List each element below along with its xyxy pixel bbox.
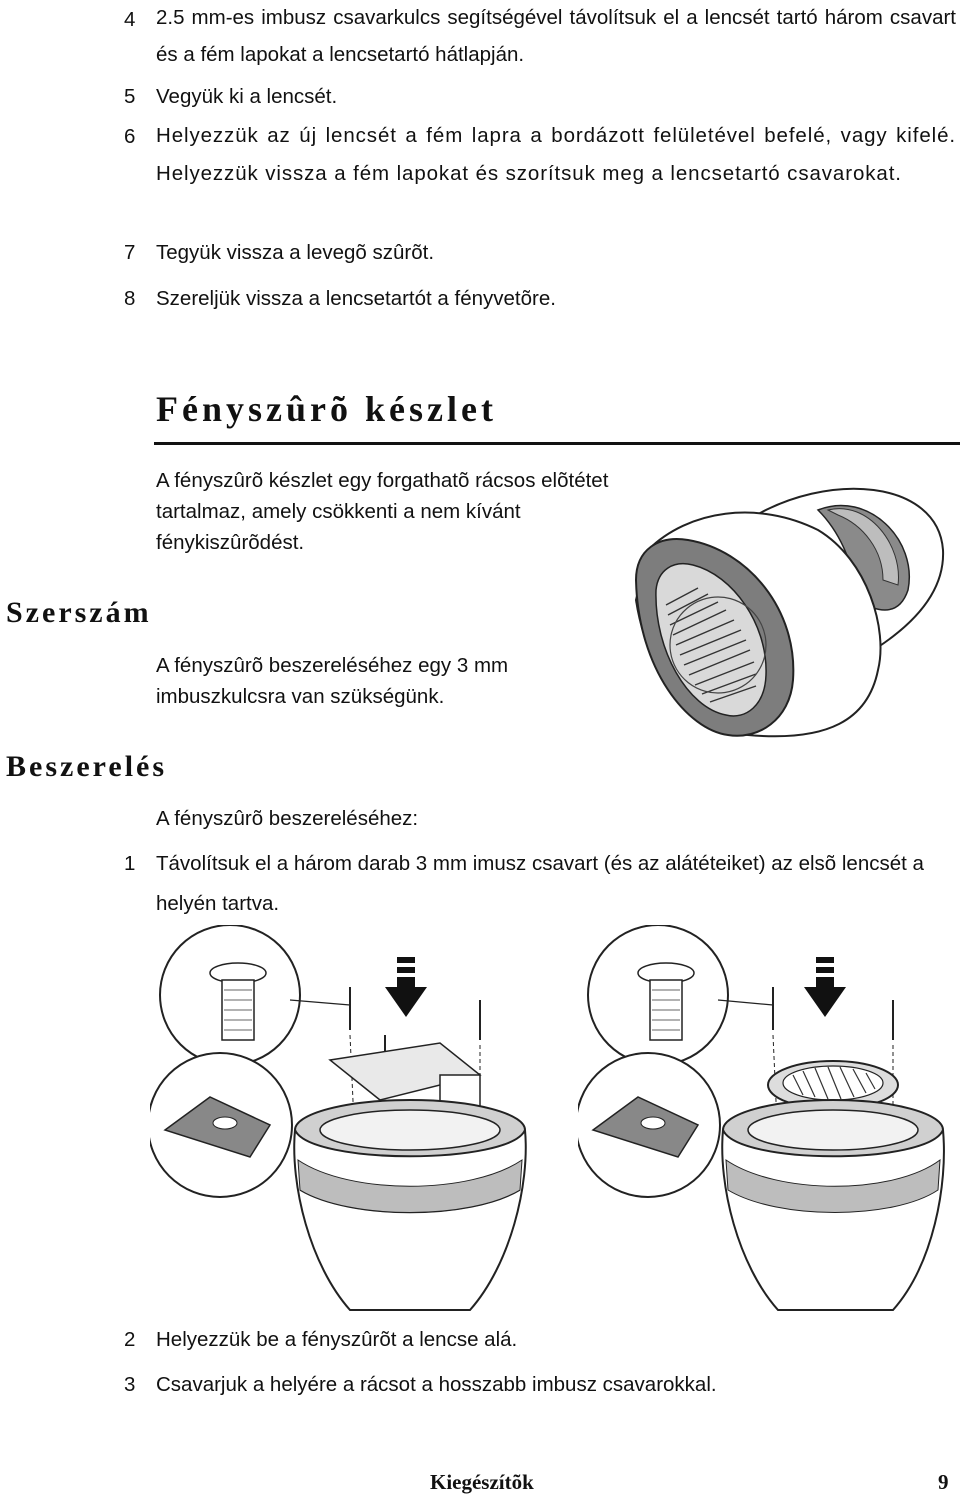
section-intro: A fényszûrõ készlet egy forgathatõ rácso… xyxy=(156,469,609,554)
step-number: 8 xyxy=(124,287,136,310)
install-heading: Beszerelés xyxy=(6,750,168,783)
lens-removal-exploded-illustration xyxy=(150,925,527,1311)
step-number: 1 xyxy=(124,852,136,875)
step-text: Helyezzük be a fényszûrõt a lencse alá. xyxy=(156,1328,518,1351)
step-text: Vegyük ki a lencsét. xyxy=(156,85,338,108)
step-number: 3 xyxy=(124,1373,136,1396)
install-intro: A fényszûrõ beszereléséhez: xyxy=(156,807,419,830)
tool-heading: Szerszám xyxy=(6,596,152,629)
step-number: 2 xyxy=(124,1328,136,1351)
section-divider xyxy=(154,442,960,445)
step-number: 5 xyxy=(124,85,136,108)
footer-title: Kiegészítõk xyxy=(430,1470,534,1494)
step-text: Csavarjuk a helyére a rácsot a hosszabb … xyxy=(156,1373,717,1396)
step-text: Helyezzük az új lencsét a fém lapra a bo… xyxy=(156,124,956,185)
step-text: Távolítsuk el a három darab 3 mm imusz c… xyxy=(156,852,924,915)
section-title: Fényszûrõ készlet xyxy=(156,389,497,429)
spotlight-head-with-louver-illustration xyxy=(634,487,945,738)
louver-install-exploded-illustration xyxy=(578,925,945,1311)
tool-text: A fényszûrõ beszereléséhez egy 3 mm imbu… xyxy=(156,654,509,708)
step-text: Tegyük vissza a levegõ szûrõt. xyxy=(156,241,435,264)
step-text: 2.5 mm-es imbusz csavarkulcs segítségéve… xyxy=(156,6,956,66)
page-number: 9 xyxy=(938,1470,949,1494)
step-number: 6 xyxy=(124,125,136,148)
step-text: Szereljük vissza a lencsetartót a fényve… xyxy=(156,287,556,310)
step-number: 4 xyxy=(124,8,136,31)
step-number: 7 xyxy=(124,241,136,264)
